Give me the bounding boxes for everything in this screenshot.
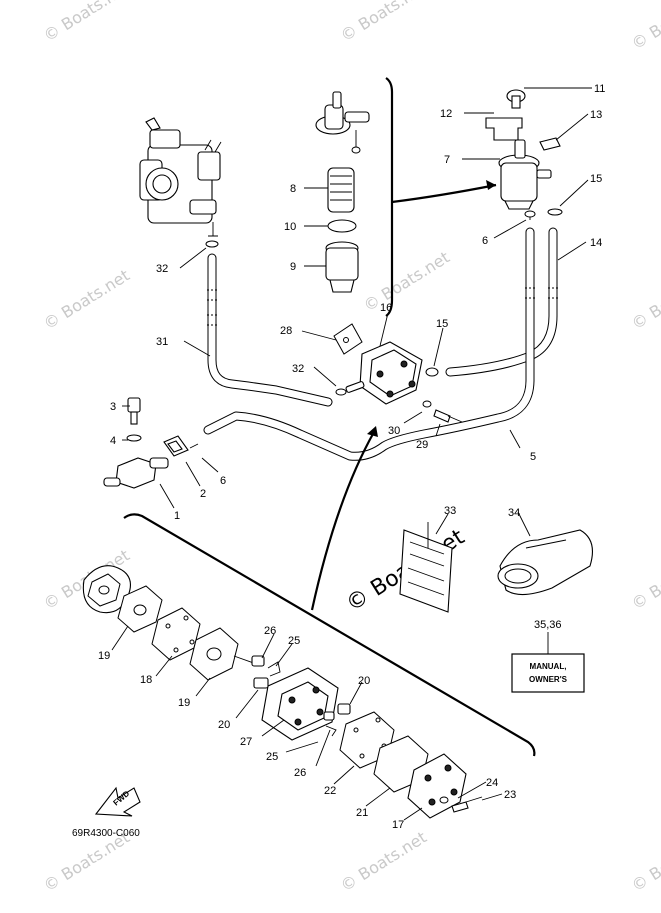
callout-25-a: 25: [288, 635, 300, 647]
fuel-hose-5: [203, 227, 558, 461]
fuel-joint: [103, 397, 199, 489]
lower-section-border: [123, 513, 536, 757]
callout-14: 14: [590, 237, 602, 249]
callout-5: 5: [530, 451, 536, 463]
callout-25-b: 25: [266, 751, 278, 763]
callout-22: 22: [324, 785, 336, 797]
callout-6-left: 6: [220, 475, 226, 487]
callout-32-a: 32: [156, 263, 168, 275]
callout-33: 33: [444, 505, 456, 517]
callout-26-b: 26: [294, 767, 306, 779]
diagram-code: 69R4300-C060: [72, 828, 140, 839]
manual-label-line2: OWNER'S: [529, 675, 568, 684]
callout-9: 9: [290, 261, 296, 273]
callout-20-b: 20: [358, 675, 370, 687]
callout-24: 24: [486, 777, 498, 789]
decal-33: [399, 513, 453, 613]
callout-17: 17: [392, 819, 404, 831]
watermarks: © Boats.net © Boats.net © Boats.net © Bo…: [40, 0, 661, 895]
filter-inset: [315, 77, 497, 317]
callout-35-36: 35,36: [534, 619, 562, 631]
watermark: © Boats.net: [628, 0, 661, 53]
callout-26-a: 26: [264, 625, 276, 637]
callout-23: 23: [504, 789, 516, 801]
callout-10: 10: [284, 221, 296, 233]
callout-4: 4: [110, 435, 116, 447]
watermark: © Boats.net: [360, 248, 453, 316]
callout-19-b: 19: [178, 697, 190, 709]
callout-21: 21: [356, 807, 368, 819]
plug-34: [497, 511, 593, 596]
callout-15-center: 15: [436, 318, 448, 330]
owners-manual: MANUAL, OWNER'S: [511, 632, 585, 693]
carburetor: [139, 117, 222, 248]
callout-19-a: 19: [98, 650, 110, 662]
callout-27: 27: [240, 736, 252, 748]
callout-8: 8: [290, 183, 296, 195]
callout-6-right: 6: [482, 235, 488, 247]
callout-29: 29: [416, 439, 428, 451]
fuel-filter-assembly: [485, 89, 563, 220]
watermark: © Boats.net: [40, 0, 133, 45]
watermark: © Boats.net: [337, 0, 430, 45]
callout-34: 34: [508, 507, 520, 519]
callout-32-b: 32: [292, 363, 304, 375]
fuel-pump-exploded: [82, 565, 483, 819]
manual-label-line1: MANUAL,: [530, 662, 567, 671]
callout-2: 2: [200, 488, 206, 500]
fuel-hose-31: [207, 253, 333, 407]
callout-1: 1: [174, 510, 180, 522]
callout-7: 7: [444, 154, 450, 166]
callout-13: 13: [590, 109, 602, 121]
watermark: © Boats.net: [628, 266, 661, 334]
callout-18: 18: [140, 674, 152, 686]
callout-labels: 1 2 3 4 5 6 6 7 8 9 10 11 12 13 14 15 15…: [98, 83, 605, 831]
callout-31: 31: [156, 336, 168, 348]
fuel-pump: [333, 323, 463, 423]
leader-lines-bottom: [111, 625, 503, 821]
fuel-hose-14: [445, 227, 558, 377]
callout-11: 11: [594, 83, 605, 95]
watermark: © Boats.net: [628, 546, 661, 614]
watermark: © Boats.net: [628, 828, 661, 896]
callout-28: 28: [280, 325, 292, 337]
callout-30: 30: [388, 425, 400, 437]
callout-12: 12: [440, 108, 452, 120]
callout-16: 16: [380, 302, 392, 314]
watermark: © Boats.net: [40, 266, 133, 334]
exploded-view-arrow: [310, 426, 378, 611]
callout-20-a: 20: [218, 719, 230, 731]
fwd-arrow: FWD: [94, 786, 141, 817]
callout-3: 3: [110, 401, 116, 413]
callout-15-right: 15: [590, 173, 602, 185]
watermark: © Boats.net: [337, 828, 430, 896]
leader-lines-top: [122, 87, 592, 509]
